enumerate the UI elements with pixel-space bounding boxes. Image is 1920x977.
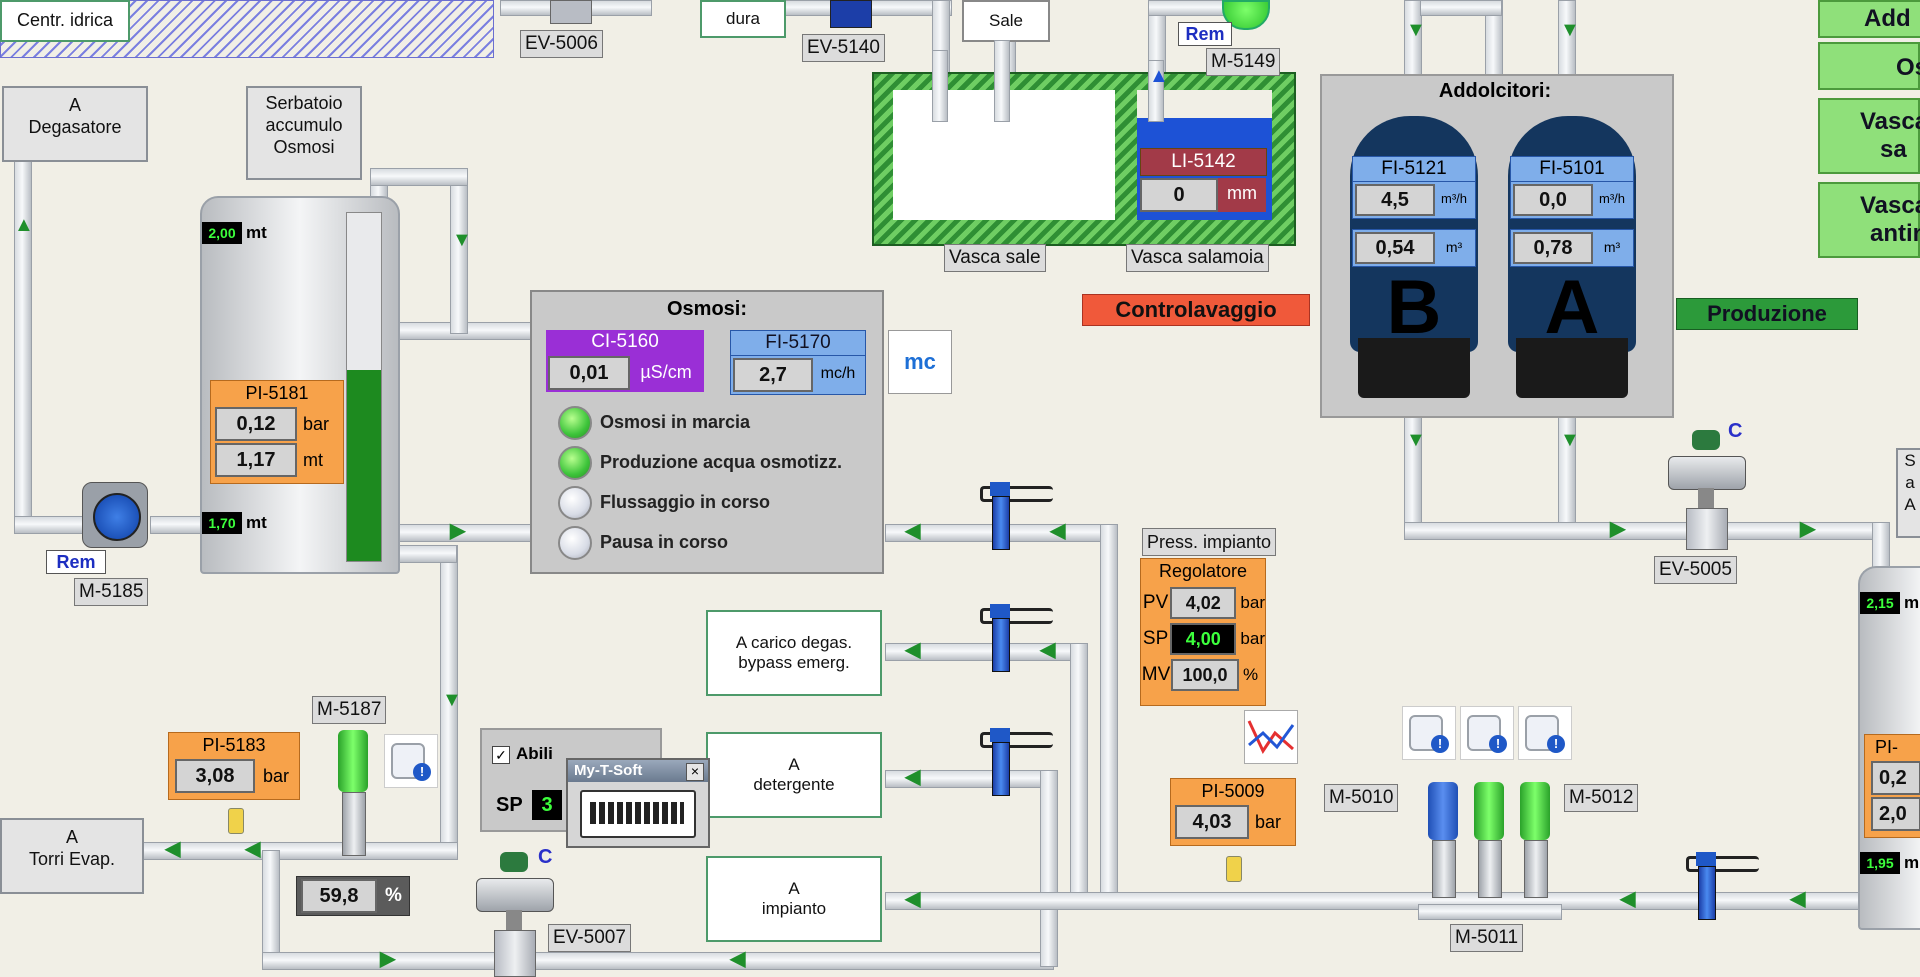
regolatore-sp-input[interactable]: 4,00: [1170, 623, 1237, 655]
right-button-4[interactable]: Vascaantin: [1818, 182, 1920, 258]
right-tank-level-top: 2,15 m: [1860, 592, 1919, 614]
ev5005-tag: EV-5005: [1654, 556, 1737, 584]
pi5181-box: PI-5181 0,12 bar 1,17 mt: [210, 380, 344, 484]
pi5183-box: PI-5183 3,08 bar: [168, 732, 300, 800]
dura-label: dura: [700, 0, 786, 38]
manual-valve-4[interactable]: [1686, 852, 1766, 920]
rem-badge-m5185: Rem: [46, 550, 106, 574]
ci5160-box: CI-5160 0,01 µS/cm: [546, 330, 704, 392]
centr-idrica-label: Centr. idrica: [0, 0, 130, 42]
osmosi-in-marcia-text: Osmosi in marcia: [600, 412, 751, 432]
manual-valve-2[interactable]: [980, 604, 1060, 672]
alarm-scroll-icon-2[interactable]: !: [1460, 706, 1514, 760]
tank-level-bottom: 1,70 mt: [202, 512, 267, 534]
right-button-1[interactable]: Add: [1818, 0, 1920, 38]
keyboard-popup-close[interactable]: ×: [686, 763, 704, 781]
ev5007-tag: EV-5007: [548, 924, 631, 952]
tank-level-top: 2,00 mt: [202, 222, 267, 244]
abilita-sp-input[interactable]: 3: [532, 790, 562, 820]
alarm-scroll-icon-3[interactable]: !: [1518, 706, 1572, 760]
osmosi-in-marcia-led: [558, 406, 592, 440]
ev5006-valve[interactable]: [550, 0, 592, 24]
right-pi-box: PI- 0,2 2,0: [1864, 734, 1920, 838]
pausa-text: Pausa in corso: [600, 532, 729, 552]
m5011-tag: M-5011: [1450, 924, 1524, 952]
osmosi-panel: Osmosi: CI-5160 0,01 µS/cm FI-5170 2,7 m…: [530, 290, 884, 574]
produzione-acqua-text: Produzione acqua osmotizz.: [600, 452, 843, 472]
press-impianto-label: Press. impianto: [1142, 528, 1277, 556]
regolatore-panel: Regolatore PV 4,02 bar SP 4,00 bar MV 10…: [1140, 558, 1266, 706]
vasca-salamoia-label: Vasca salamoia: [1126, 244, 1269, 272]
right-button-2[interactable]: Os: [1818, 42, 1920, 90]
flussaggio-text: Flussaggio in corso: [600, 492, 771, 512]
abilita-checkbox[interactable]: ✓: [492, 746, 510, 764]
m5185-pump[interactable]: [82, 482, 148, 548]
carico-degas-box: A carico degas.bypass emerg.: [706, 610, 882, 696]
pressure-sensor-pi5183: [228, 808, 244, 834]
m5011-pump[interactable]: [1470, 782, 1508, 902]
pressure-sensor-pi5009: [1226, 856, 1242, 882]
m5149-tag: M-5149: [1206, 48, 1281, 76]
m5012-tag: M-5012: [1564, 784, 1639, 812]
addolcitori-title: Addolcitori:: [1438, 80, 1552, 102]
vessel-a-letter: A: [1544, 265, 1600, 350]
mc-button[interactable]: mc: [888, 330, 952, 394]
tank-level-bar: [346, 212, 382, 562]
c-label-ev5005: C: [1728, 420, 1743, 442]
vasca-sale-label: Vasca sale: [944, 244, 1046, 272]
ev5140-valve[interactable]: [830, 0, 872, 28]
produzione-indicator: Produzione: [1676, 298, 1858, 330]
pi5009-box: PI-5009 4,03 bar: [1170, 778, 1296, 846]
ev5007-valve[interactable]: [476, 852, 554, 977]
pump-speed-box: 59,8 %: [296, 876, 410, 916]
keyboard-icon[interactable]: [580, 790, 696, 838]
ev5140-tag: EV-5140: [802, 34, 885, 62]
fi5101-box: FI-5101 0,0 m³/h 0,78 m³: [1510, 156, 1634, 267]
ev5005-valve[interactable]: [1668, 430, 1746, 550]
fi5121-box: FI-5121 4,5 m³/h 0,54 m³: [1352, 156, 1476, 267]
ev5006-tag: EV-5006: [520, 30, 603, 58]
keyboard-popup[interactable]: My-T-Soft ×: [566, 758, 710, 848]
li5142-value: 0: [1140, 178, 1218, 212]
fi5170-box: FI-5170 2,7 mc/h: [730, 330, 866, 395]
manual-valve-3[interactable]: [980, 728, 1060, 796]
manual-valve-1[interactable]: [980, 482, 1060, 550]
sale-label: Sale: [962, 0, 1050, 42]
m5185-tag: M-5185: [74, 578, 149, 606]
alarm-scroll-icon-4[interactable]: !: [384, 734, 438, 788]
m5012-pump[interactable]: [1516, 782, 1554, 902]
m5187-pump[interactable]: [334, 730, 372, 860]
flussaggio-led: [558, 486, 592, 520]
c-label-ev5007: C: [538, 846, 553, 868]
rem-badge-m5149: Rem: [1178, 22, 1232, 46]
pausa-led: [558, 526, 592, 560]
vessel-b-letter: B: [1386, 265, 1442, 350]
controlavaggio-indicator: Controlavaggio: [1082, 294, 1310, 326]
li5142-box: LI-5142 0 mm: [1140, 148, 1267, 212]
m5187-tag: M-5187: [312, 696, 387, 724]
right-tank-level-bottom: 1,95 m: [1860, 852, 1919, 874]
produzione-acqua-led: [558, 446, 592, 480]
keyboard-popup-title: My-T-Soft: [568, 760, 708, 782]
m5010-pump[interactable]: [1424, 782, 1462, 902]
trend-chart-icon[interactable]: [1244, 710, 1298, 764]
m5010-tag: M-5010: [1324, 784, 1399, 812]
alarm-scroll-icon-1[interactable]: !: [1402, 706, 1456, 760]
